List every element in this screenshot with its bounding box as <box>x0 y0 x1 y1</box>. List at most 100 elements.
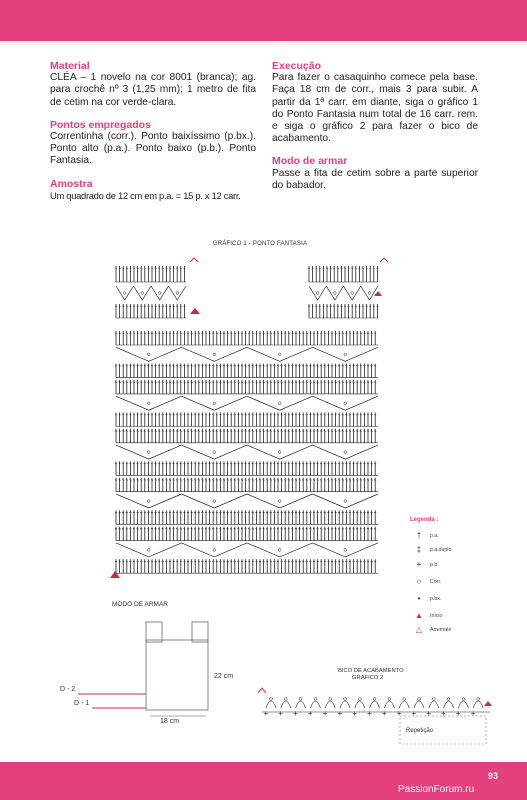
grafico1-title: GRÁFICO 1 - PONTO FANTASIA <box>212 241 308 247</box>
stitch-mark <box>334 528 337 530</box>
stitch-mark <box>311 267 314 269</box>
stitch-mark <box>122 430 125 432</box>
stitch-mark <box>186 463 190 465</box>
amostra-heading: Amostra <box>50 177 93 190</box>
stitch-mark <box>276 463 280 465</box>
stitch-mark <box>312 479 316 481</box>
repeticao-label: Repetição <box>406 728 434 734</box>
chain-mark <box>476 697 480 701</box>
stitch-mark <box>122 512 125 514</box>
stitch-mark <box>330 365 334 367</box>
stitch-mark <box>269 512 272 514</box>
stitch-mark <box>140 430 143 432</box>
stitch-mark <box>359 332 362 334</box>
stitch-mark <box>366 479 370 481</box>
stitch-mark <box>248 381 251 383</box>
pontos-heading: Pontos empregados <box>50 118 151 131</box>
stitch-mark <box>334 479 337 481</box>
stitch-mark <box>208 430 211 432</box>
stitch-mark <box>345 463 348 465</box>
stitch-mark <box>294 332 298 334</box>
page-number: 93 <box>488 771 499 781</box>
stitch-mark <box>316 414 319 416</box>
stitch-mark <box>374 332 377 334</box>
stitch-mark <box>269 479 272 481</box>
stitch-mark <box>179 414 182 416</box>
stitch-mark <box>244 430 247 432</box>
stitch-mark <box>165 365 168 367</box>
stitch-mark <box>345 560 348 562</box>
stitch-mark <box>333 305 336 307</box>
picot-mark <box>443 700 454 709</box>
stitch-mark <box>338 365 341 367</box>
stitch-mark <box>345 512 348 514</box>
stitch-mark <box>363 414 366 416</box>
stitch-mark <box>168 430 172 432</box>
stitch-mark <box>343 267 347 269</box>
stitch-mark <box>197 560 200 562</box>
stitch-mark <box>125 463 128 465</box>
stitch-mark <box>114 267 118 269</box>
stitch-mark <box>129 414 132 416</box>
stitch-mark <box>212 528 215 530</box>
stitch-mark <box>255 381 258 383</box>
stitch-mark <box>284 512 287 514</box>
fan-mark <box>312 542 379 558</box>
stitch-mark <box>208 365 211 367</box>
stitch-mark <box>114 512 118 514</box>
stitch-mark <box>154 332 157 334</box>
stitch-mark <box>266 365 269 367</box>
stitch-mark <box>222 560 226 562</box>
stitch-mark <box>318 305 321 307</box>
stitch-mark <box>352 479 355 481</box>
repeat-box <box>399 715 487 745</box>
stitch-mark <box>248 479 251 481</box>
legend-item-p-a-duplo: ‡p.a.duplo <box>410 545 452 557</box>
stitch-mark <box>348 430 352 432</box>
stitch-mark <box>320 463 323 465</box>
fan-mark <box>181 395 248 411</box>
stitch-mark <box>273 528 276 530</box>
stitch-mark <box>258 381 262 383</box>
chain-mark <box>328 697 332 701</box>
stitch-mark <box>338 479 341 481</box>
stitch-mark <box>284 332 287 334</box>
stitch-mark <box>255 332 258 334</box>
stitch-mark <box>266 414 269 416</box>
stitch-mark <box>262 332 265 334</box>
stitch-mark <box>129 381 132 383</box>
inicio-symbol-icon: ▲ <box>415 611 423 620</box>
stitch-mark <box>327 332 330 334</box>
stitch-mark <box>158 512 161 514</box>
stitch-mark <box>255 365 258 367</box>
stitch-mark <box>132 381 136 383</box>
stitch-mark <box>179 332 182 334</box>
stitch-mark <box>248 430 251 432</box>
stitch-mark <box>165 463 168 465</box>
stitch-mark <box>154 528 157 530</box>
stitch-mark <box>359 381 362 383</box>
stitch-mark <box>208 414 211 416</box>
stitch-mark <box>230 479 233 481</box>
stitch-mark <box>186 381 190 383</box>
stitch-mark <box>122 528 125 530</box>
stitch-mark <box>158 414 161 416</box>
stitch-mark <box>161 528 164 530</box>
stitch-mark <box>363 365 366 367</box>
stitch-mark <box>294 430 298 432</box>
stitch-mark <box>150 267 154 269</box>
stitch-mark <box>294 512 298 514</box>
stitch-mark <box>352 560 355 562</box>
stitch-mark <box>132 430 136 432</box>
stitch-mark <box>276 381 280 383</box>
stitch-mark <box>305 512 308 514</box>
stitch-mark <box>197 414 200 416</box>
d2-label: D - 2 <box>60 686 76 693</box>
stitch-mark <box>269 430 272 432</box>
stitch-mark <box>197 381 200 383</box>
stitch-mark <box>325 267 329 269</box>
stitch-mark <box>309 463 312 465</box>
chain-mark <box>147 548 151 552</box>
stitch-mark <box>248 463 251 465</box>
stitch-mark <box>165 512 168 514</box>
